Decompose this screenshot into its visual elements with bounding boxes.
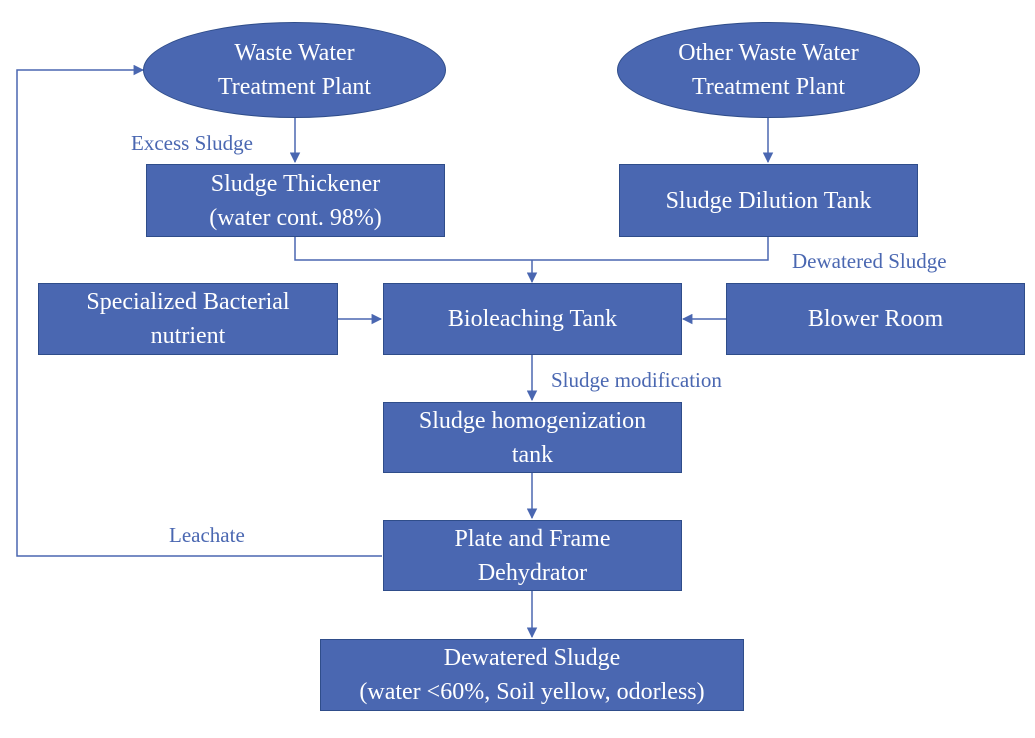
thickener-line-2: (water cont. 98%)	[209, 204, 382, 231]
node-blower-room: Blower Room	[726, 283, 1025, 355]
homogenization-line-1: Sludge homogenization	[418, 407, 647, 434]
connector-dilution-to-junction	[532, 237, 769, 261]
other-wwtp-line-2: Treatment Plant	[691, 74, 846, 100]
thickener-line-1: Sludge Thickener	[210, 170, 381, 197]
nutrient-line-2: nutrient	[150, 323, 226, 349]
node-sludge-thickener: Sludge Thickener (water cont. 98%)	[146, 164, 445, 237]
bioleaching-line-1: Bioleaching Tank	[447, 306, 618, 332]
nutrient-line-1: Specialized Bacterial	[86, 289, 290, 315]
connector-thickener-to-junction	[294, 237, 532, 261]
dehydrator-line-2: Dehydrator	[477, 559, 588, 586]
node-sludge-homogenization-tank: Sludge homogenization tank	[383, 402, 682, 473]
label-excess-sludge: Excess Sludge	[131, 131, 253, 155]
wwtp-line-1: Waste Water	[234, 40, 355, 66]
node-dewatered-sludge: Dewatered Sludge (water <60%, Soil yellow…	[320, 639, 744, 711]
dilution-line-1: Sludge Dilution Tank	[665, 187, 872, 214]
blower-line-1: Blower Room	[807, 306, 944, 332]
label-sludge-modification: Sludge modification	[551, 368, 722, 392]
node-bioleaching-tank: Bioleaching Tank	[383, 283, 682, 355]
other-wwtp-line-1: Other Waste Water	[678, 40, 859, 66]
node-specialized-bacterial-nutrient: Specialized Bacterial nutrient	[38, 283, 338, 355]
homogenization-line-2: tank	[511, 441, 554, 468]
wwtp-line-2: Treatment Plant	[217, 74, 372, 100]
dehydrator-line-1: Plate and Frame	[454, 525, 611, 552]
arrow-leachate-return	[16, 64, 382, 557]
label-dewatered-sludge: Dewatered Sludge	[792, 249, 947, 273]
dewatered-line-1: Dewatered Sludge	[443, 645, 621, 671]
label-leachate: Leachate	[169, 523, 245, 547]
node-sludge-dilution-tank: Sludge Dilution Tank	[619, 164, 918, 237]
dewatered-line-2: (water <60%, Soil yellow, odorless)	[359, 679, 705, 705]
